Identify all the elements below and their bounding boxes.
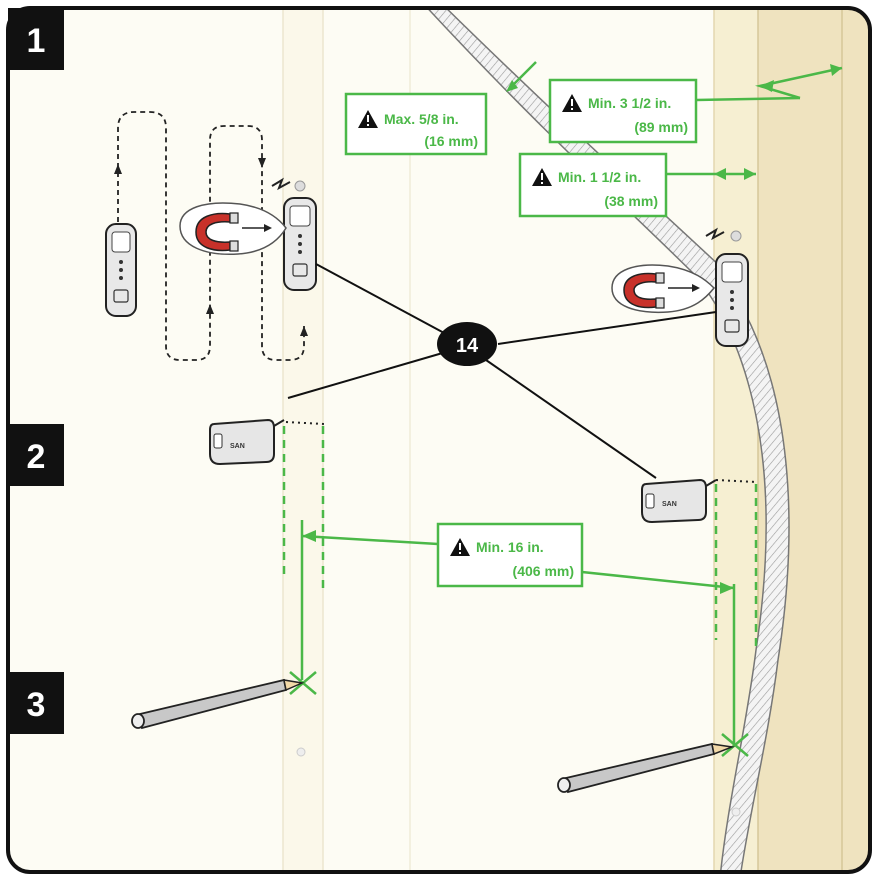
arrow-up-icon: [206, 304, 214, 314]
lightning-icon: [705, 227, 725, 241]
svg-text:(16 mm): (16 mm): [424, 133, 478, 149]
screw-hole: [294, 180, 306, 192]
magnet-icon: [623, 272, 657, 309]
svg-text:(406 mm): (406 mm): [513, 563, 574, 579]
callout-number: 14: [456, 335, 479, 357]
sensor-mounted-left: [283, 197, 317, 291]
magnet-icon: [195, 212, 231, 252]
svg-text:SAN: SAN: [662, 501, 677, 508]
sensor-side-right: SAN: [641, 478, 717, 524]
svg-text:3: 3: [27, 686, 46, 724]
svg-text:2: 2: [27, 438, 46, 476]
svg-text:Min. 3 1/2 in.: Min. 3 1/2 in.: [588, 95, 671, 111]
svg-text:Max. 5/8 in.: Max. 5/8 in.: [384, 111, 459, 127]
callout-leader-lines: [287, 263, 717, 479]
callout-badge: [437, 322, 497, 366]
warning-icon: [358, 110, 378, 128]
arrow-up-icon: [114, 164, 122, 174]
warning-icon: [532, 168, 552, 186]
alignment-dots: [285, 421, 325, 425]
warning-icon: [562, 94, 582, 112]
pencil-right: [557, 742, 735, 794]
step-badge-2: 2: [8, 424, 64, 486]
label-min-3-1-2: Min. 3 1/2 in. (89 mm): [548, 78, 698, 144]
label-min-16: Min. 16 in. (406 mm): [436, 522, 584, 588]
screw-hole: [296, 747, 306, 757]
left-stud: [283, 8, 323, 872]
magnet-bubble-right: [611, 264, 716, 314]
pencil-left: [131, 678, 305, 730]
svg-text:Min. 16 in.: Min. 16 in.: [476, 539, 544, 555]
green-mark-lines: [289, 520, 749, 757]
alignment-dots: [715, 479, 757, 483]
svg-text:(38 mm): (38 mm): [604, 193, 658, 209]
arrow-up-icon: [300, 326, 308, 336]
step-badge-3: 3: [8, 672, 64, 734]
svg-text:SAN: SAN: [230, 443, 245, 450]
sensor-mounted-right: [715, 253, 749, 347]
sensor-side-left: SAN: [209, 418, 285, 466]
label-max-gap: Max. 5/8 in. (16 mm): [344, 92, 488, 156]
warning-icon: [450, 538, 470, 556]
svg-text:(89 mm): (89 mm): [634, 119, 688, 135]
svg-text:1: 1: [27, 22, 46, 60]
green-guide-lines: [282, 426, 758, 650]
screw-hole: [731, 807, 741, 817]
svg-text:Min. 1 1/2 in.: Min. 1 1/2 in.: [558, 169, 641, 185]
label-min-1-1-2: Min. 1 1/2 in. (38 mm): [518, 152, 668, 218]
sensor-loose: [105, 223, 137, 317]
step-badge-1: 1: [8, 8, 64, 70]
lightning-icon: [271, 177, 291, 191]
arrow-heads: [302, 64, 842, 594]
arrow-down-icon: [258, 158, 266, 168]
screw-hole: [730, 230, 742, 242]
magnet-bubble-left: [179, 202, 287, 255]
